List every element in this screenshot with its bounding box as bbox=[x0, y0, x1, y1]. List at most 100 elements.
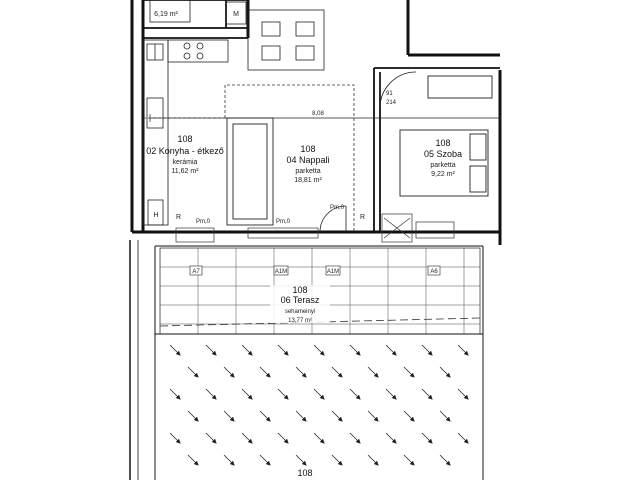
hatch-arrow bbox=[367, 410, 379, 422]
hatch-arrow bbox=[187, 410, 199, 422]
hatch-arrow bbox=[223, 410, 235, 422]
hatch-arrow bbox=[169, 388, 181, 400]
hatch-arrow bbox=[349, 344, 361, 356]
hatch-arrow bbox=[169, 432, 181, 444]
fixture-a7: A7 bbox=[192, 269, 200, 275]
living-name: 04 Nappali bbox=[286, 155, 329, 165]
hatch-arrow bbox=[385, 432, 397, 444]
hatch-arrow bbox=[367, 366, 379, 378]
hatch-arrow bbox=[367, 454, 379, 466]
hatch-arrow bbox=[313, 388, 325, 400]
terrace-number: 108 bbox=[292, 285, 307, 295]
living-door bbox=[319, 205, 347, 233]
terrace bbox=[129, 240, 484, 480]
bedroom-floor: parketta bbox=[430, 162, 455, 169]
hatch-arrow bbox=[439, 410, 451, 422]
bathroom: 6,19 m² M bbox=[149, 0, 247, 25]
living-number: 108 bbox=[300, 144, 315, 154]
hatch-arrow bbox=[295, 410, 307, 422]
terrace-floor: sehameinyi bbox=[285, 309, 315, 315]
hatch-arrow bbox=[259, 454, 271, 466]
bed bbox=[399, 75, 493, 197]
exterior-walls bbox=[130, 0, 502, 245]
hatch-arrow bbox=[205, 344, 217, 356]
fixture-a6: A6 bbox=[430, 269, 438, 275]
hatch-arrow bbox=[277, 344, 289, 356]
hatch-arrow bbox=[205, 388, 217, 400]
room-label-kitchen: 108 02 Konyha - étkező kerámia 11,62 m² bbox=[146, 134, 224, 175]
hatch-arrow bbox=[241, 344, 253, 356]
hatch-arrow bbox=[349, 388, 361, 400]
kitchen-area: 11,62 m² bbox=[171, 168, 199, 175]
hatch-arrow bbox=[241, 432, 253, 444]
hatch-arrow bbox=[439, 366, 451, 378]
pm-right: Pm,0 bbox=[330, 205, 345, 211]
bedroom-door bbox=[379, 71, 417, 109]
bedroom-name: 05 Szoba bbox=[424, 149, 462, 159]
hatch-arrow bbox=[439, 454, 451, 466]
dining-table bbox=[247, 9, 325, 71]
hatch-arrow bbox=[169, 344, 181, 356]
terrace-fixtures bbox=[189, 265, 441, 276]
bedroom-area: 9,22 m² bbox=[431, 171, 455, 178]
bath-area: 6,19 m² bbox=[154, 11, 178, 18]
machine-label: M bbox=[233, 11, 239, 18]
kitchen-floor: kerámia bbox=[173, 159, 198, 166]
hatch-arrow bbox=[187, 366, 199, 378]
hatch-arrow bbox=[295, 454, 307, 466]
garden-number: 108 bbox=[297, 468, 312, 478]
hatch-arrow bbox=[223, 454, 235, 466]
hatch-arrow bbox=[259, 410, 271, 422]
living-area: 18,81 m² bbox=[294, 177, 322, 184]
hatch-arrow bbox=[331, 454, 343, 466]
radiator-left: R bbox=[176, 214, 181, 221]
hatch-arrow bbox=[421, 344, 433, 356]
radiator-right: R bbox=[360, 214, 365, 221]
hatch-arrow bbox=[403, 454, 415, 466]
hatch-arrow bbox=[385, 388, 397, 400]
hatch-arrow bbox=[241, 388, 253, 400]
hatch-arrow bbox=[421, 432, 433, 444]
terrace-name: 06 Terasz bbox=[281, 295, 320, 305]
terrace-area: 13,77 m² bbox=[288, 318, 312, 324]
dimension-width: 8,08 bbox=[312, 111, 324, 117]
kitchen-name: 02 Konyha - étkező bbox=[146, 146, 224, 156]
hatch-arrow bbox=[331, 366, 343, 378]
hatch-arrow bbox=[331, 410, 343, 422]
hatch-arrow bbox=[457, 388, 469, 400]
hatch-arrow bbox=[187, 454, 199, 466]
fixture-a1m-right: A1M bbox=[327, 269, 339, 275]
fridge-label: H bbox=[153, 212, 158, 219]
room-label-garden: 108 bbox=[290, 466, 320, 478]
door-height: 214 bbox=[386, 100, 397, 106]
kitchen-number: 108 bbox=[177, 134, 192, 144]
hatch-arrow bbox=[457, 432, 469, 444]
room-label-living: 108 04 Nappali parketta 18,81 m² bbox=[286, 144, 329, 184]
hatch-arrow bbox=[223, 366, 235, 378]
hatch-arrow bbox=[313, 344, 325, 356]
hatch-arrow bbox=[277, 388, 289, 400]
hatch-arrow bbox=[403, 410, 415, 422]
dimension-line bbox=[149, 114, 501, 122]
hatch-arrow bbox=[349, 432, 361, 444]
pm-left: Pm,0 bbox=[196, 219, 211, 225]
room-label-bedroom: 108 05 Szoba parketta 9,22 m² bbox=[424, 138, 462, 178]
hatch-arrow bbox=[457, 344, 469, 356]
hatch-arrow bbox=[313, 432, 325, 444]
hatch-arrow bbox=[205, 432, 217, 444]
fixture-a1m-left: A1M bbox=[275, 269, 287, 275]
windows bbox=[175, 213, 455, 243]
hatch-arrow bbox=[403, 366, 415, 378]
hatch-arrow bbox=[259, 366, 271, 378]
hatch-arrow bbox=[295, 366, 307, 378]
bedroom-number: 108 bbox=[435, 138, 450, 148]
living-floor: parketta bbox=[295, 168, 320, 175]
door-width: 91 bbox=[386, 91, 393, 97]
room-label-terrace: 108 06 Terasz sehameinyi 13,77 m² bbox=[270, 285, 330, 324]
hatch-arrow bbox=[421, 388, 433, 400]
garden-hatch bbox=[169, 344, 469, 466]
hatch-arrow bbox=[277, 432, 289, 444]
hatch-arrow bbox=[385, 344, 397, 356]
kitchen-counter bbox=[142, 39, 229, 226]
